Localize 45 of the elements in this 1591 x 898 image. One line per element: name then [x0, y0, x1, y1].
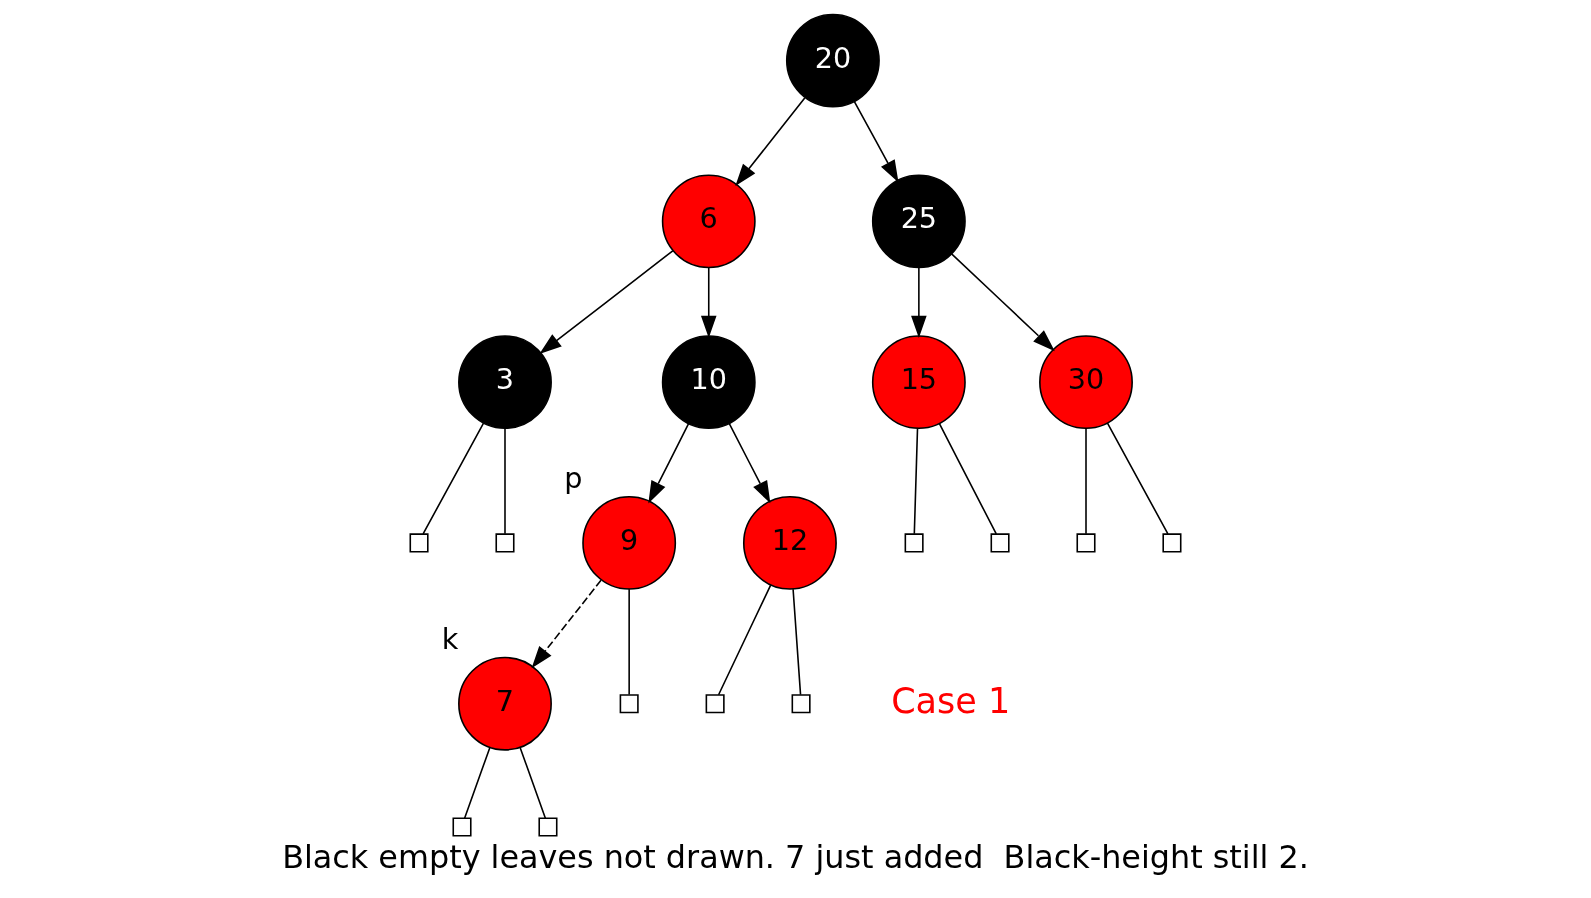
- node-label: p: [564, 460, 583, 495]
- node-box: [705, 694, 725, 714]
- arrow: [700, 266, 717, 339]
- node-circle: 20: [785, 13, 880, 108]
- connector: [422, 422, 485, 535]
- connector: [519, 747, 547, 819]
- arrow: [648, 423, 690, 504]
- connector: [504, 427, 506, 535]
- node-label: k: [441, 621, 459, 656]
- node-box: [1162, 533, 1182, 553]
- node-box: [619, 694, 639, 714]
- node-box: [495, 533, 515, 553]
- node-circle: 30: [1039, 335, 1133, 430]
- node-circle: 7: [458, 656, 552, 751]
- node-circle: 12: [742, 495, 837, 590]
- arrow: [853, 100, 899, 183]
- connector: [628, 588, 630, 696]
- connector: [1106, 422, 1169, 535]
- node-circle: 3: [458, 335, 552, 430]
- node-circle: 25: [871, 174, 966, 269]
- node-box: [1076, 533, 1096, 553]
- node-circle: 9: [582, 495, 677, 590]
- node-box: [904, 533, 924, 553]
- label: Case 1: [891, 680, 1011, 721]
- connector: [913, 427, 919, 535]
- connector: [717, 584, 772, 696]
- node-box: [409, 533, 429, 553]
- arrow: [539, 249, 674, 354]
- node-circle: 6: [661, 174, 756, 269]
- arrow: [735, 97, 806, 187]
- connector: [938, 423, 998, 535]
- node-box: [538, 817, 558, 837]
- arrow: [531, 579, 602, 669]
- caption: Black empty leaves not drawn. 7 just added Black-height still 2.: [282, 837, 1309, 876]
- arrow: [728, 423, 771, 504]
- connector: [792, 588, 802, 696]
- node-circle: 15: [871, 335, 966, 430]
- node-box: [452, 817, 472, 837]
- node-circle: 10: [661, 335, 756, 430]
- connector: [1085, 427, 1087, 535]
- node-box: [791, 694, 811, 714]
- connector: [463, 747, 491, 819]
- node-box: [990, 533, 1010, 553]
- arrow: [951, 253, 1055, 352]
- arrow: [911, 266, 927, 339]
